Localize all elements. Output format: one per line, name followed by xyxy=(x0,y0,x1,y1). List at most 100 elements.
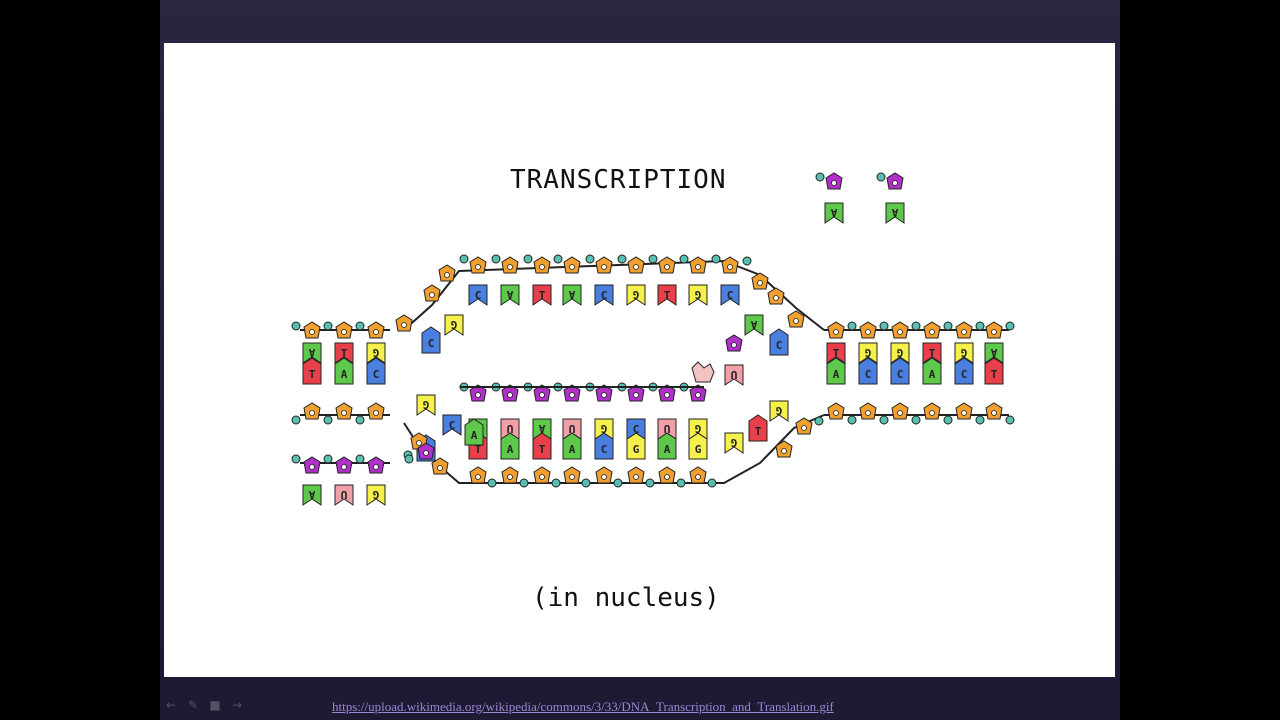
base-C xyxy=(720,284,740,306)
sugar-ring xyxy=(309,329,315,335)
base-label-A: A xyxy=(990,346,997,359)
slide-caption: (in nucleus) xyxy=(532,583,720,613)
base-label-T: T xyxy=(341,347,348,360)
base-C xyxy=(954,357,974,385)
base-label-T: T xyxy=(833,347,840,360)
base-label-C: C xyxy=(475,289,482,302)
base-T xyxy=(922,342,942,364)
base-T xyxy=(984,357,1004,385)
base-T xyxy=(826,342,846,364)
sugar-ring xyxy=(695,264,701,270)
base-G xyxy=(444,314,464,336)
phosphate xyxy=(323,415,333,425)
base-U xyxy=(724,364,744,386)
sugar-ring xyxy=(865,410,871,416)
sugar-ring xyxy=(897,329,903,335)
sugar-ring xyxy=(373,410,379,416)
sugar-ring xyxy=(727,264,733,270)
base-T xyxy=(748,414,768,442)
sugar-ring xyxy=(309,464,315,470)
sugar-ring xyxy=(569,264,575,270)
base-label-G: G xyxy=(450,318,457,331)
base-label-A: A xyxy=(929,368,936,381)
arrow-left-icon[interactable]: ← xyxy=(165,698,177,712)
phosphate xyxy=(943,415,953,425)
arrow-right-icon[interactable]: → xyxy=(231,698,243,712)
base-T xyxy=(532,284,552,306)
base-C xyxy=(594,284,614,306)
slide-title: TRANSCRIPTION xyxy=(510,165,727,195)
base-label-A: A xyxy=(568,288,575,301)
phosphate xyxy=(617,254,627,264)
base-label-A: A xyxy=(664,443,671,456)
phosphate xyxy=(355,415,365,425)
base-G xyxy=(416,394,436,416)
source-link[interactable]: https://upload.wikimedia.org/wikipedia/c… xyxy=(332,699,834,714)
sugar-ring xyxy=(373,329,379,335)
base-A xyxy=(464,418,484,446)
phosphate xyxy=(648,254,658,264)
base-A xyxy=(302,484,322,506)
phosphate xyxy=(975,415,985,425)
base-label-C: C xyxy=(897,368,904,381)
phosphate xyxy=(355,321,365,331)
base-label-G: G xyxy=(372,346,379,359)
phosphate xyxy=(879,321,889,331)
phosphate xyxy=(645,478,655,488)
sugar-ring xyxy=(929,410,935,416)
sugar-ring xyxy=(373,464,379,470)
base-G xyxy=(366,484,386,506)
base-label-G: G xyxy=(694,422,701,435)
base-label-C: C xyxy=(601,443,608,456)
sugar-ring xyxy=(897,410,903,416)
pen-icon[interactable]: ✎ xyxy=(187,698,199,712)
base-label-U: U xyxy=(663,422,670,435)
base-label-U: U xyxy=(730,368,737,381)
base-label-G: G xyxy=(730,436,737,449)
base-label-A: A xyxy=(507,443,514,456)
sugar-ring xyxy=(507,474,513,480)
base-C xyxy=(858,357,878,385)
phosphate xyxy=(323,321,333,331)
sugar-ring xyxy=(416,440,422,446)
base-label-U: U xyxy=(340,488,347,501)
base-label-G: G xyxy=(864,346,871,359)
base-label-A: A xyxy=(308,346,315,359)
sugar-ring xyxy=(633,474,639,480)
base-label-G: G xyxy=(633,443,640,456)
base-G xyxy=(366,342,386,364)
sugar-ring xyxy=(423,450,429,456)
slide-controls: ← ✎ ■ → xyxy=(164,698,244,712)
base-C xyxy=(769,328,789,356)
phosphate xyxy=(876,172,886,182)
base-A xyxy=(885,202,905,224)
phosphate xyxy=(291,454,301,464)
base-label-A: A xyxy=(891,206,898,219)
phosphate xyxy=(291,415,301,425)
base-G xyxy=(858,342,878,364)
base-label-T: T xyxy=(309,368,316,381)
sugar-ring xyxy=(601,474,607,480)
base-label-T: T xyxy=(475,443,482,456)
base-C xyxy=(442,414,462,436)
base-U xyxy=(334,484,354,506)
phosphate xyxy=(487,478,497,488)
sugar-ring xyxy=(991,329,997,335)
base-G xyxy=(626,284,646,306)
sugar-ring xyxy=(801,425,807,431)
phosphate xyxy=(551,478,561,488)
base-A xyxy=(984,342,1004,364)
left-letterbox xyxy=(0,0,160,720)
phosphate xyxy=(459,254,469,264)
base-label-G: G xyxy=(694,288,701,301)
base-label-C: C xyxy=(776,339,783,352)
slide-menu-icon[interactable]: ■ xyxy=(209,698,221,712)
phosphate xyxy=(581,478,591,488)
phosphate xyxy=(491,254,501,264)
base-label-C: C xyxy=(727,289,734,302)
phosphate xyxy=(291,321,301,331)
base-C xyxy=(421,326,441,354)
sugar-ring xyxy=(569,474,575,480)
base-label-G: G xyxy=(632,288,639,301)
phosphate xyxy=(613,478,623,488)
